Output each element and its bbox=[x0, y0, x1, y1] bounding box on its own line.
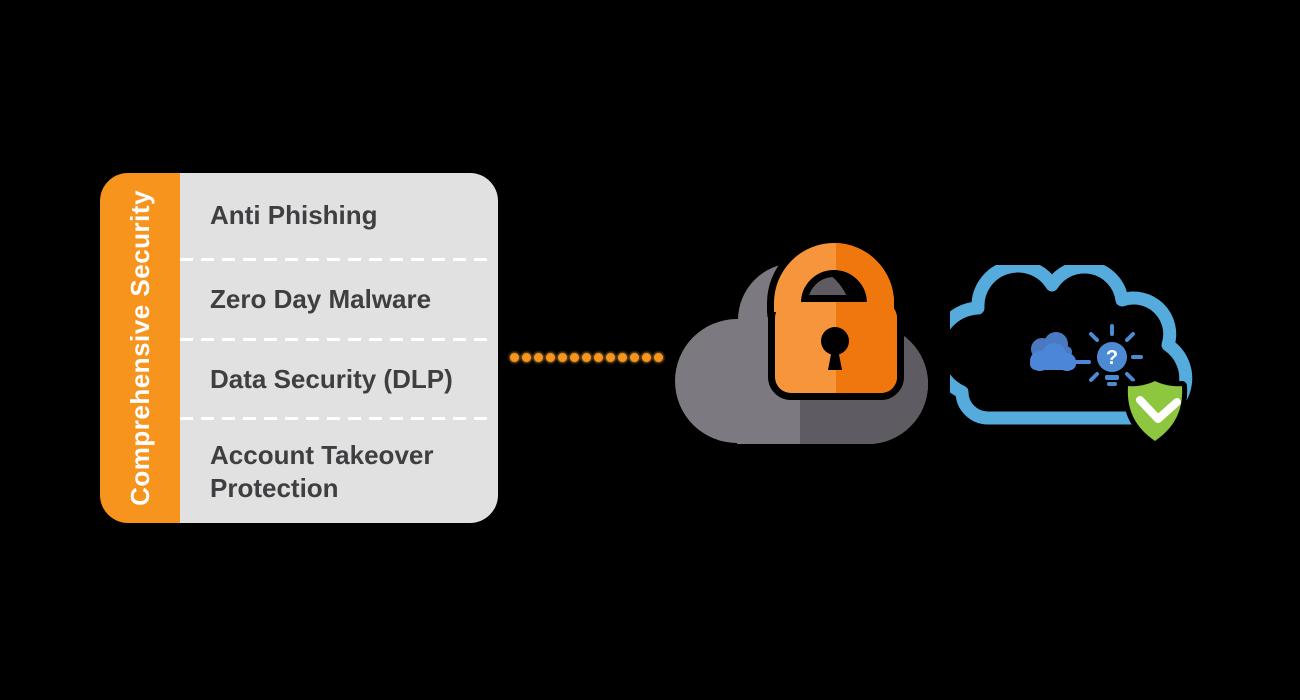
card-sidebar-label: Comprehensive Security bbox=[124, 190, 155, 506]
connector-dot bbox=[642, 352, 651, 362]
mini-cloud-front-icon bbox=[1030, 343, 1076, 371]
connector-dot bbox=[606, 352, 615, 362]
card-feature-list: Anti Phishing Zero Day Malware Data Secu… bbox=[180, 173, 498, 523]
idea-bulb-icon: ? bbox=[1089, 324, 1143, 386]
feature-item-anti-phishing: Anti Phishing bbox=[180, 173, 498, 258]
padlock-shadow bbox=[836, 243, 897, 393]
dashed-separator bbox=[180, 417, 494, 420]
connector-dot bbox=[654, 352, 663, 362]
connector-dot bbox=[522, 352, 531, 362]
connector-dot bbox=[534, 352, 543, 362]
card-sidebar: Comprehensive Security bbox=[100, 173, 180, 523]
feature-label: Data Security (DLP) bbox=[210, 363, 453, 394]
comprehensive-security-card: Comprehensive Security Anti Phishing Zer… bbox=[100, 173, 498, 523]
checkmark-icon bbox=[1136, 396, 1181, 423]
feature-item-zero-day-malware: Zero Day Malware bbox=[180, 261, 498, 338]
connector-dot bbox=[558, 352, 567, 362]
feature-label: Zero Day Malware bbox=[210, 284, 432, 314]
connector-dot bbox=[546, 352, 555, 362]
connector-dot bbox=[630, 352, 639, 362]
connector-dot bbox=[618, 352, 627, 362]
dashed-separator bbox=[180, 258, 494, 261]
dotted-connector bbox=[510, 352, 663, 362]
blue-cloud-outline bbox=[950, 265, 1193, 425]
connector-dot bbox=[582, 352, 591, 362]
keyhole-icon bbox=[821, 327, 849, 370]
feature-item-account-takeover: Account Takeover Protection bbox=[180, 420, 498, 523]
feature-label: Anti Phishing bbox=[210, 200, 378, 230]
connector-dot bbox=[510, 352, 519, 362]
secure-cloud-padlock-icon bbox=[675, 236, 928, 444]
question-mark: ? bbox=[1106, 347, 1118, 369]
connector-dot bbox=[570, 352, 579, 362]
cloud-scan-shield-icon: ? bbox=[950, 265, 1193, 446]
shield-check-icon bbox=[1122, 376, 1188, 446]
connector-dot bbox=[594, 352, 603, 362]
feature-label: Account Takeover Protection bbox=[210, 439, 434, 503]
dashed-separator bbox=[180, 338, 494, 341]
feature-item-data-security-dlp: Data Security (DLP) bbox=[180, 341, 498, 417]
